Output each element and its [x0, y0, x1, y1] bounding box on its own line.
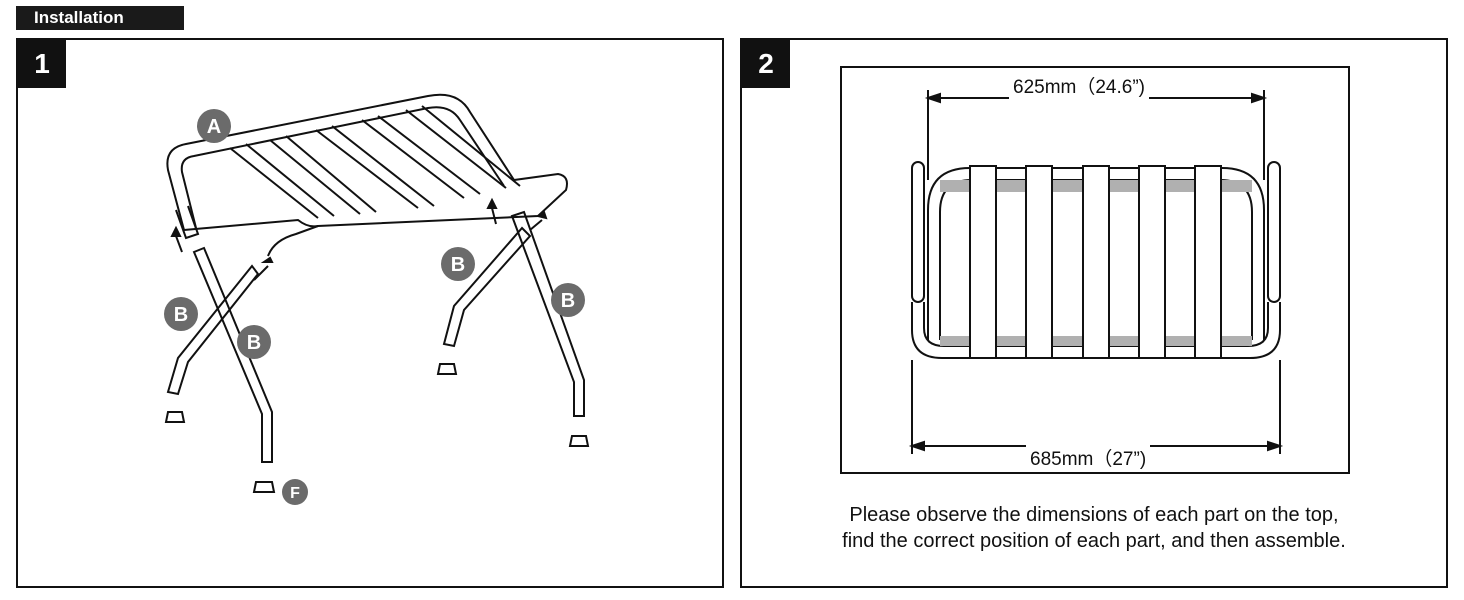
top-dimension-label: 625mm（24.6”): [1009, 72, 1149, 99]
part-label-b1-text: B: [174, 304, 188, 326]
right-rail: [267, 225, 319, 257]
left-leg-tube: [911, 161, 925, 303]
part-label-f-text: F: [290, 485, 300, 502]
part-label-b3-text: B: [451, 254, 465, 276]
foot-right-2: [568, 435, 590, 447]
top-frame-tube: [166, 93, 568, 231]
rack-top-view-diagram: [908, 90, 1284, 454]
part-label-b3: B: [441, 247, 475, 281]
part-label-b4-text: B: [561, 290, 575, 312]
step-1-badge: 1: [18, 40, 66, 88]
left-front-stub: [175, 205, 200, 240]
part-label-b1: B: [164, 297, 198, 331]
left-leg-short: [166, 264, 260, 396]
right-leg-short: [442, 226, 532, 348]
dimension-frame: [840, 66, 1350, 474]
left-leg-long: [192, 246, 273, 463]
step-2-badge: 2: [742, 40, 790, 88]
instruction-line-2: find the correct position of each part, …: [842, 530, 1346, 552]
bottom-dimension-label: 685mm（27”): [1026, 444, 1151, 471]
instruction-line-1: Please observe the dimensions of each pa…: [849, 504, 1339, 526]
step-2-panel: 2: [740, 38, 1448, 588]
step-1-panel: 1: [16, 38, 724, 588]
part-label-b2: B: [237, 325, 271, 359]
installation-header: Installation: [16, 6, 184, 30]
strap-set: [229, 105, 521, 219]
foot-left-1: [164, 411, 186, 423]
part-label-f: F: [282, 479, 308, 505]
right-leg-tube: [1267, 161, 1281, 303]
part-label-b2-text: B: [247, 332, 261, 354]
part-label-b4: B: [551, 283, 585, 317]
right-leg-long: [510, 210, 585, 417]
foot-right-1: [436, 363, 458, 375]
part-label-a: A: [197, 109, 231, 143]
strap-set-top-view: [969, 165, 1222, 359]
top-frame-tube-inner: [180, 106, 505, 229]
foot-left-2: [252, 481, 276, 493]
part-label-a-text: A: [207, 116, 221, 138]
rack-exploded-diagram: A B B B B F: [164, 93, 590, 505]
